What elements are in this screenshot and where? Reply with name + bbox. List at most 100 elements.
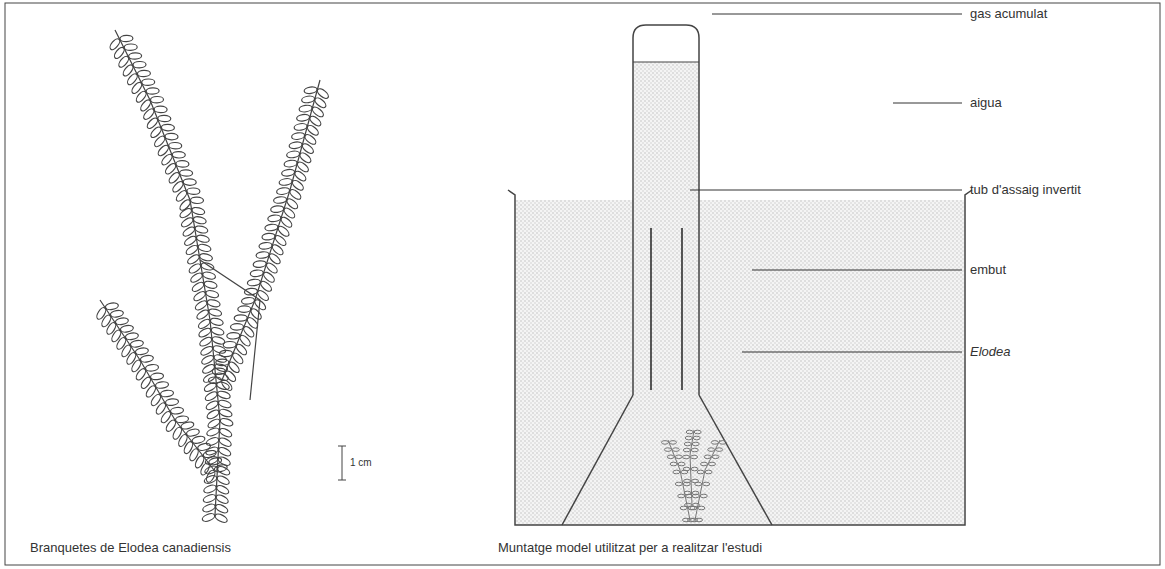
- leaf: [191, 206, 205, 215]
- leaf: [120, 325, 134, 333]
- stem: [200, 260, 260, 400]
- sprig-leaf: [691, 455, 698, 459]
- leaf: [210, 326, 224, 336]
- sprig-leaf: [692, 491, 699, 495]
- leaf: [208, 377, 221, 384]
- leaf: [110, 310, 124, 318]
- leaf: [223, 341, 236, 348]
- sprig-leaf: [684, 491, 691, 495]
- sprig-leaf: [675, 482, 682, 486]
- leaf: [277, 225, 291, 238]
- leaf: [208, 457, 222, 466]
- leaf: [210, 317, 224, 326]
- leaf: [165, 398, 179, 406]
- leaf: [217, 446, 231, 458]
- leaf: [146, 116, 160, 130]
- stem: [100, 300, 214, 470]
- sprig-leaf: [661, 441, 668, 445]
- leaf: [201, 512, 215, 523]
- leaf: [193, 215, 207, 224]
- sprig-leaf: [667, 455, 674, 459]
- leaf: [187, 188, 200, 195]
- leaf: [202, 493, 216, 504]
- sprig-leaf: [685, 436, 692, 440]
- leaf: [212, 368, 225, 375]
- callout-label: tub d'assaig invertit: [970, 182, 1081, 198]
- leaf: [175, 415, 189, 423]
- leaf: [202, 271, 216, 280]
- sprig-leaf: [672, 448, 679, 452]
- leaf: [198, 336, 212, 348]
- sprig-leaf: [683, 455, 690, 459]
- leaf: [219, 408, 233, 418]
- sprig-leaf: [678, 462, 685, 466]
- leaf: [202, 503, 216, 514]
- sprig-leaf: [705, 470, 712, 474]
- sprig-leaf: [688, 518, 695, 522]
- sprig-leaf: [696, 518, 703, 522]
- leaf: [160, 153, 174, 167]
- leaf: [191, 435, 205, 444]
- sprig-leaf: [692, 479, 699, 483]
- leaf: [170, 407, 184, 415]
- sprig-leaf: [704, 455, 711, 459]
- leaf: [137, 70, 150, 77]
- stem: [115, 30, 220, 515]
- leaf: [160, 390, 174, 398]
- leaf: [205, 289, 219, 298]
- sprig-leaf: [692, 442, 699, 446]
- sprig-leaf: [691, 467, 698, 471]
- callout-label: aigua: [970, 95, 1002, 111]
- sprig-leaf: [716, 448, 723, 452]
- leaf: [215, 493, 229, 505]
- leaf: [146, 88, 159, 95]
- leaf: [179, 170, 192, 177]
- leaf: [172, 151, 185, 158]
- leaf: [242, 325, 256, 339]
- sprig-leaf: [700, 494, 707, 498]
- leaf: [273, 196, 287, 204]
- caption-text: Muntatge model utilitzat per a realitzar…: [498, 540, 762, 556]
- leaf: [268, 252, 282, 265]
- leaf: [230, 324, 243, 331]
- leaf: [204, 390, 218, 402]
- sprig-leaf: [697, 470, 704, 474]
- leaf: [154, 106, 167, 113]
- leaf: [218, 427, 232, 439]
- leaf: [206, 408, 220, 420]
- leaf: [218, 436, 232, 448]
- leaf: [124, 44, 137, 51]
- leaf: [207, 417, 221, 429]
- sprig-leaf: [686, 430, 693, 434]
- leaf: [165, 133, 178, 140]
- leaf: [197, 442, 211, 451]
- sprig-leaf: [719, 441, 726, 445]
- leaf: [241, 297, 255, 305]
- leaf: [214, 512, 228, 524]
- leaf: [203, 474, 217, 485]
- leaf: [301, 95, 315, 103]
- leaf: [299, 104, 313, 112]
- callout-label: gas acumulat: [970, 6, 1047, 22]
- leaf: [206, 427, 220, 438]
- leaf: [205, 399, 219, 411]
- leaf: [218, 399, 232, 409]
- leaf: [250, 269, 264, 277]
- leaf: [259, 242, 273, 250]
- callout-label: embut: [970, 262, 1006, 278]
- leaf: [203, 449, 217, 458]
- leaf: [186, 428, 200, 437]
- elodea-in-funnel: [661, 430, 726, 522]
- leaf: [238, 334, 252, 348]
- sprig-leaf: [664, 448, 671, 452]
- leaf: [135, 347, 149, 355]
- leaf: [227, 360, 241, 374]
- leaf: [276, 187, 290, 195]
- leaf: [217, 390, 231, 400]
- leaf: [125, 332, 139, 340]
- leaf: [215, 484, 229, 496]
- leaf: [289, 141, 303, 149]
- leaf: [105, 302, 119, 310]
- leaf: [227, 332, 240, 339]
